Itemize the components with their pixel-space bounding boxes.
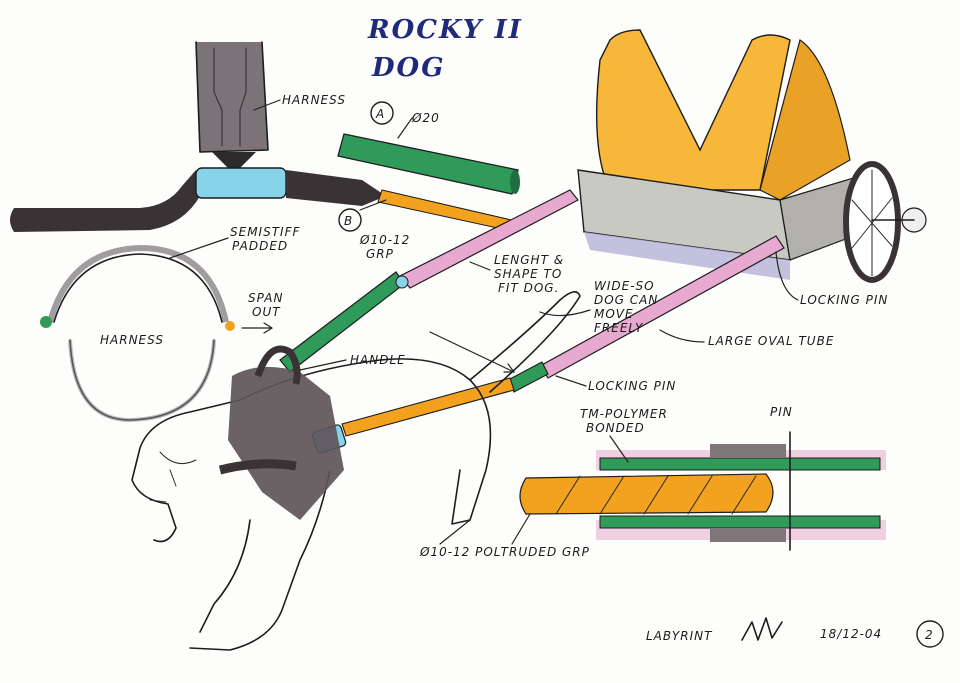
- detail-a-circle: [370, 101, 394, 125]
- harness-loop-orange-end: [225, 321, 235, 331]
- green-tube-a-end: [510, 170, 520, 194]
- handle-leader: [299, 359, 347, 371]
- title-line-2: DOG: [371, 53, 445, 83]
- lower-shaft-orange: [341, 377, 515, 437]
- signature-scribble: [741, 617, 783, 641]
- signature-date: 18/12-04: [820, 627, 882, 641]
- detail-b-marker: B: [344, 214, 353, 228]
- harness-side-label: HARNESS: [100, 333, 164, 347]
- section-lower-band: [599, 515, 881, 529]
- pin-cross-section: [519, 431, 886, 551]
- poltruded-leader-1: [439, 519, 471, 545]
- wide-label-4: FREELY: [594, 321, 644, 335]
- signature-company: LABYRINT: [646, 629, 713, 643]
- handle-label: HANDLE: [350, 353, 406, 367]
- large-oval-tube-label: LARGE OVAL TUBE: [708, 334, 834, 348]
- span-out-arrow: [241, 322, 274, 334]
- cart-seat-right: [759, 39, 851, 201]
- semistiff-label-1: SEMISTIFF: [230, 225, 300, 239]
- poltruded-leader-2: [511, 513, 531, 545]
- detail-b-dimension-2: GRP: [366, 247, 394, 261]
- tm-polymer-leader: [609, 435, 629, 463]
- locking-pin-right-leader: [775, 251, 799, 301]
- detail-b-circle: [338, 208, 362, 232]
- dark-grip-right: [286, 170, 386, 206]
- arrow-to-locking-pin: [429, 331, 516, 373]
- span-out-label-1: SPAN: [248, 291, 283, 305]
- cart: [577, 29, 927, 283]
- locking-pin-right-label: LOCKING PIN: [800, 293, 888, 307]
- detail-a-marker: A: [375, 107, 385, 121]
- section-collar-bottom: [710, 528, 786, 542]
- title-line-1: ROCKY II: [367, 15, 523, 45]
- harness-loop-detail: [40, 244, 235, 423]
- page-number-circle: [916, 620, 944, 648]
- detail-a-dimension: Ø20: [411, 111, 440, 125]
- span-out-label-2: OUT: [252, 305, 281, 319]
- harness-loop-inner: [53, 253, 223, 323]
- harness-loop-green-end: [40, 316, 52, 328]
- dog-outline: [131, 358, 492, 651]
- upper-shaft-joint: [395, 275, 409, 289]
- semistiff-label-2: PADDED: [232, 239, 288, 253]
- wide-label-1: WIDE-SO: [594, 279, 655, 293]
- blue-sleeve: [195, 167, 287, 199]
- lenght-shape-leader: [469, 261, 491, 271]
- harness-strap-outline: [195, 41, 269, 153]
- harness-top-label: HARNESS: [282, 93, 346, 107]
- harness-connector-detail: [10, 41, 521, 233]
- detail-a-tube: [337, 133, 520, 195]
- dog-head-detail: [149, 451, 197, 503]
- wide-leader: [539, 309, 591, 317]
- green-tube-a: [337, 133, 519, 195]
- large-oval-tube-leader: [659, 329, 705, 343]
- lower-shaft-green-collar: [507, 361, 549, 393]
- dog-sketch: [131, 291, 581, 651]
- cart-wheel-spokes: [851, 169, 893, 277]
- page-number: 2: [925, 628, 934, 642]
- dog-harness-body: [228, 366, 344, 520]
- section-hatch: [555, 475, 757, 515]
- upper-shaft-green: [279, 271, 405, 373]
- pin-label: PIN: [770, 405, 793, 419]
- section-orange-core: [519, 473, 774, 515]
- cart-seat-back: [595, 29, 791, 191]
- wide-label-3: MOVE: [594, 307, 634, 321]
- harness-top-leader: [253, 99, 281, 111]
- section-upper-band: [599, 457, 881, 471]
- section-collar-top: [710, 444, 786, 458]
- lenght-shape-label-1: LENGHT &: [494, 253, 564, 267]
- dark-grip-left: [10, 170, 200, 232]
- harness-loop-lower-shade: [68, 339, 216, 423]
- harness-loop-outer: [47, 244, 229, 323]
- lenght-shape-label-3: FIT DOG.: [498, 281, 559, 295]
- dog-tail: [469, 291, 581, 393]
- wide-label-2: DOG CAN: [594, 293, 658, 307]
- poltruded-label: Ø10-12 POLTRUDED GRP: [419, 545, 590, 559]
- lenght-shape-label-2: SHAPE TO: [494, 267, 562, 281]
- locking-pin-center-label: LOCKING PIN: [588, 379, 676, 393]
- detail-b-leader: [359, 199, 387, 211]
- dog-harness-handle: [254, 345, 301, 385]
- tm-polymer-label-2: BONDED: [586, 421, 645, 435]
- semistiff-leader: [169, 237, 229, 259]
- detail-a-leader: [397, 117, 413, 139]
- detail-b-dimension-1: Ø10-12: [359, 233, 410, 247]
- dog-harness-strap: [218, 459, 297, 475]
- locking-pin-center-leader: [555, 375, 587, 387]
- tm-polymer-label-1: TM-POLYMER: [580, 407, 668, 421]
- harness-strap-stitch: [213, 47, 247, 147]
- harness-strap-shape: [196, 42, 268, 152]
- harness-snap: [212, 152, 256, 168]
